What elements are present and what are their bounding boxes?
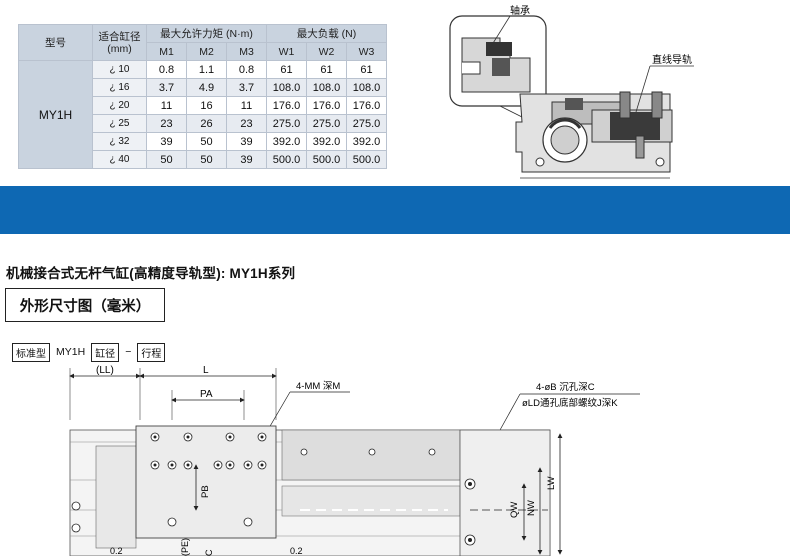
dim-02-right: 0.2 xyxy=(290,546,303,556)
value-cell: 26 xyxy=(186,114,227,133)
subheader: W3 xyxy=(346,42,387,61)
value-cell: 108.0 xyxy=(346,78,387,97)
value-cell: 392.0 xyxy=(266,132,307,151)
dim-l: L xyxy=(203,365,209,376)
rail-label: 直线导轨 xyxy=(652,53,692,66)
dash: − xyxy=(125,346,132,358)
subheader: W1 xyxy=(266,42,307,61)
value-cell: 500.0 xyxy=(306,150,347,169)
value-cell: 275.0 xyxy=(346,114,387,133)
dim-nw: NW xyxy=(526,500,537,516)
header-bore: 适合缸径 (mm) xyxy=(92,24,147,61)
value-cell: 176.0 xyxy=(346,96,387,115)
spec-table: 型号 适合缸径 (mm) 最大允许力矩 (N·m) 最大负载 (N) M1 M2… xyxy=(18,24,387,169)
value-cell: 39 xyxy=(146,132,187,151)
label-mm: 4-MM 深M xyxy=(296,381,340,392)
bore-tag: 缸径 xyxy=(91,342,120,362)
value-cell: 61 xyxy=(266,60,307,79)
value-cell: 500.0 xyxy=(346,150,387,169)
value-cell: 275.0 xyxy=(306,114,347,133)
bore-cell: ¿ 40 xyxy=(92,150,147,169)
dim-pe: (PE) xyxy=(180,538,190,556)
dim-c: C xyxy=(204,549,214,556)
value-cell: 3.7 xyxy=(146,78,187,97)
subheader: M1 xyxy=(146,42,187,61)
header-load: 最大负载 (N) xyxy=(266,24,387,43)
dim-lw: LW xyxy=(546,476,557,490)
standard-type-tag: 标准型 xyxy=(12,342,50,362)
value-cell: 108.0 xyxy=(306,78,347,97)
value-cell: 39 xyxy=(226,150,267,169)
value-cell: 4.9 xyxy=(186,78,227,97)
bore-cell: ¿ 20 xyxy=(92,96,147,115)
value-cell: 50 xyxy=(186,132,227,151)
value-cell: 0.8 xyxy=(226,60,267,79)
section-title: 机械接合式无杆气缸(高精度导轨型): MY1H系列 xyxy=(6,266,296,281)
cross-section-drawing: 轴承 直线导轨 xyxy=(449,4,694,179)
table-row: MY1H ¿ 10 0.8 1.1 0.8 61 61 61 xyxy=(18,60,387,169)
value-cell: 1.1 xyxy=(186,60,227,79)
value-cell: 3.7 xyxy=(226,78,267,97)
value-cell: 39 xyxy=(226,132,267,151)
subheader: M2 xyxy=(186,42,227,61)
dim-pb: PB xyxy=(200,485,211,498)
value-cell: 500.0 xyxy=(266,150,307,169)
value-cell: 16 xyxy=(186,96,227,115)
stroke-tag: 行程 xyxy=(137,342,166,362)
dim-pa: PA xyxy=(200,389,213,400)
model-cell: MY1H xyxy=(18,60,93,169)
table-row: ¿ 32 39 50 39 392.0 392.0 392.0 xyxy=(19,132,387,151)
dim-qw: QW xyxy=(509,502,520,518)
dimensions-heading: 外形尺寸图（毫米） xyxy=(5,288,165,322)
blue-banner xyxy=(0,186,790,234)
dim-02-left: 0.2 xyxy=(110,546,123,556)
dimension-drawing: (LL) L PA 4-MM 深M 4-øB 沉孔深C øLD通孔底部螺纹J深K xyxy=(69,365,640,556)
bore-cell: ¿ 10 xyxy=(92,60,147,79)
value-cell: 11 xyxy=(146,96,187,115)
subheader: M3 xyxy=(226,42,267,61)
value-cell: 108.0 xyxy=(266,78,307,97)
table-row: ¿ 40 50 50 39 500.0 500.0 500.0 xyxy=(19,150,387,169)
bore-cell: ¿ 16 xyxy=(92,78,147,97)
bore-cell: ¿ 32 xyxy=(92,132,147,151)
value-cell: 50 xyxy=(186,150,227,169)
value-cell: 61 xyxy=(306,60,347,79)
slide-table xyxy=(135,425,277,539)
header-moment: 最大允许力矩 (N·m) xyxy=(146,24,267,43)
model-type-line: 标准型 MY1H 缸径 − 行程 xyxy=(12,342,166,362)
label-ld: øLD通孔底部螺纹J深K xyxy=(522,397,618,409)
value-cell: 61 xyxy=(346,60,387,79)
value-cell: 392.0 xyxy=(346,132,387,151)
value-cell: 176.0 xyxy=(306,96,347,115)
value-cell: 176.0 xyxy=(266,96,307,115)
bearing-icon xyxy=(486,42,512,56)
table-row: ¿ 16 3.7 4.9 3.7 108.0 108.0 108.0 xyxy=(19,78,387,97)
dim-ll: (LL) xyxy=(96,365,114,376)
value-cell: 23 xyxy=(146,114,187,133)
label-b: 4-øB 沉孔深C xyxy=(536,382,595,393)
value-cell: 275.0 xyxy=(266,114,307,133)
value-cell: 0.8 xyxy=(146,60,187,79)
header-model: 型号 xyxy=(18,24,93,61)
subheader: W2 xyxy=(306,42,347,61)
value-cell: 23 xyxy=(226,114,267,133)
table-row: ¿ 25 23 26 23 275.0 275.0 275.0 xyxy=(19,114,387,133)
bearing-label: 轴承 xyxy=(510,4,530,17)
value-cell: 392.0 xyxy=(306,132,347,151)
model-code: MY1H xyxy=(56,346,86,358)
value-cell: 11 xyxy=(226,96,267,115)
bore-cell: ¿ 25 xyxy=(92,114,147,133)
value-cell: 50 xyxy=(146,150,187,169)
